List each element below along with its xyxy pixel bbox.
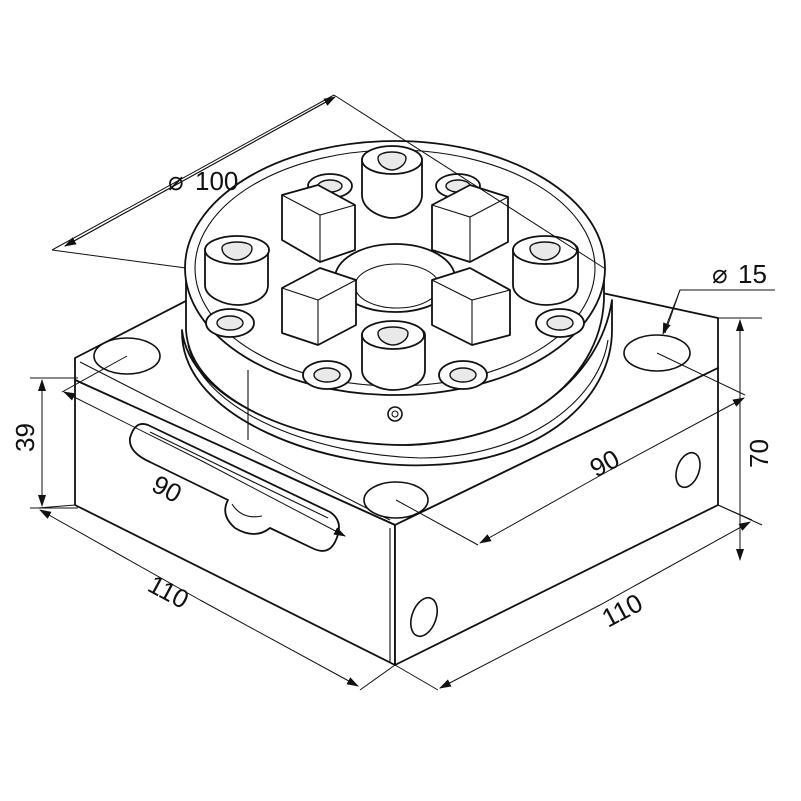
dim-label-70: 70 — [744, 439, 774, 468]
jaw-bottom-left — [281, 267, 357, 346]
side-hole-right-lower — [410, 596, 438, 638]
pin-right — [512, 235, 579, 306]
dimension-lines — [30, 94, 775, 691]
port-hole — [387, 406, 403, 422]
dim-label-diameter-100: 100 — [195, 166, 238, 196]
dimension-labels: ⌀ 100 ⌀ 15 39 70 90 90 110 110 — [10, 166, 774, 633]
dim-label-110-right: 110 — [597, 587, 648, 633]
pin-left — [204, 235, 270, 306]
pin-top — [361, 145, 423, 219]
dim-label-diameter-15: 15 — [738, 259, 767, 289]
diameter-symbol-100: ⌀ — [168, 167, 184, 197]
screw-left — [205, 308, 255, 338]
screw-bottom-left — [302, 360, 352, 390]
jaw-top-left — [281, 184, 356, 263]
side-hole-right-upper — [675, 451, 701, 489]
diameter-symbol-15: ⌀ — [712, 260, 728, 290]
side-slot — [128, 423, 340, 552]
jaw-top-right — [431, 184, 509, 263]
flange — [181, 140, 613, 467]
jaw-bottom-right — [431, 267, 511, 346]
dim-label-110-left: 110 — [143, 569, 194, 615]
pin-bottom — [361, 320, 426, 391]
screw-right — [535, 308, 585, 338]
screw-bottom-right — [438, 360, 488, 390]
dim-label-39: 39 — [10, 423, 40, 452]
